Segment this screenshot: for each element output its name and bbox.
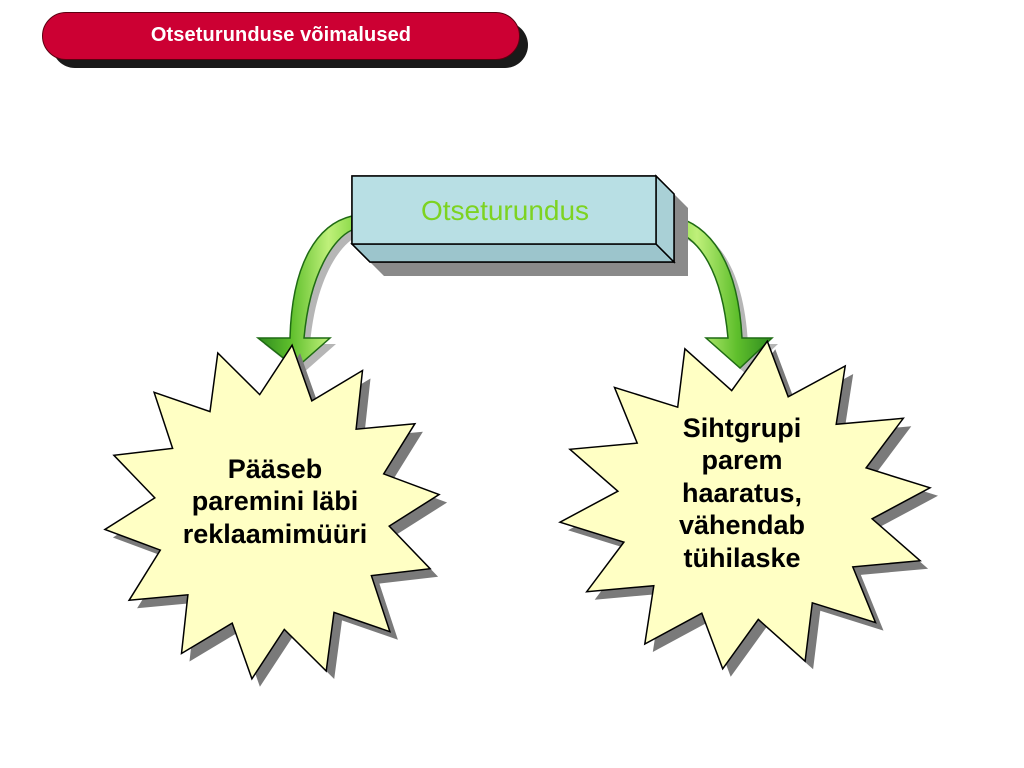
slide-title: Otseturunduse võimalused bbox=[150, 23, 412, 46]
slide-title-banner: Otseturunduse võimalused bbox=[42, 12, 520, 60]
left-curved-arrow-icon bbox=[255, 215, 358, 374]
right-curved-arrow-icon bbox=[671, 215, 778, 374]
left-starburst bbox=[103, 343, 448, 687]
center-box-label: Otseturundus bbox=[420, 195, 590, 226]
left-star-label: Pääseb paremini läbi reklaamimüüri bbox=[182, 454, 368, 549]
center-box bbox=[350, 174, 688, 276]
right-starburst bbox=[558, 339, 938, 677]
right-star-label: Sihtgrupi parem haaratus, vähendab tühil… bbox=[678, 413, 806, 573]
